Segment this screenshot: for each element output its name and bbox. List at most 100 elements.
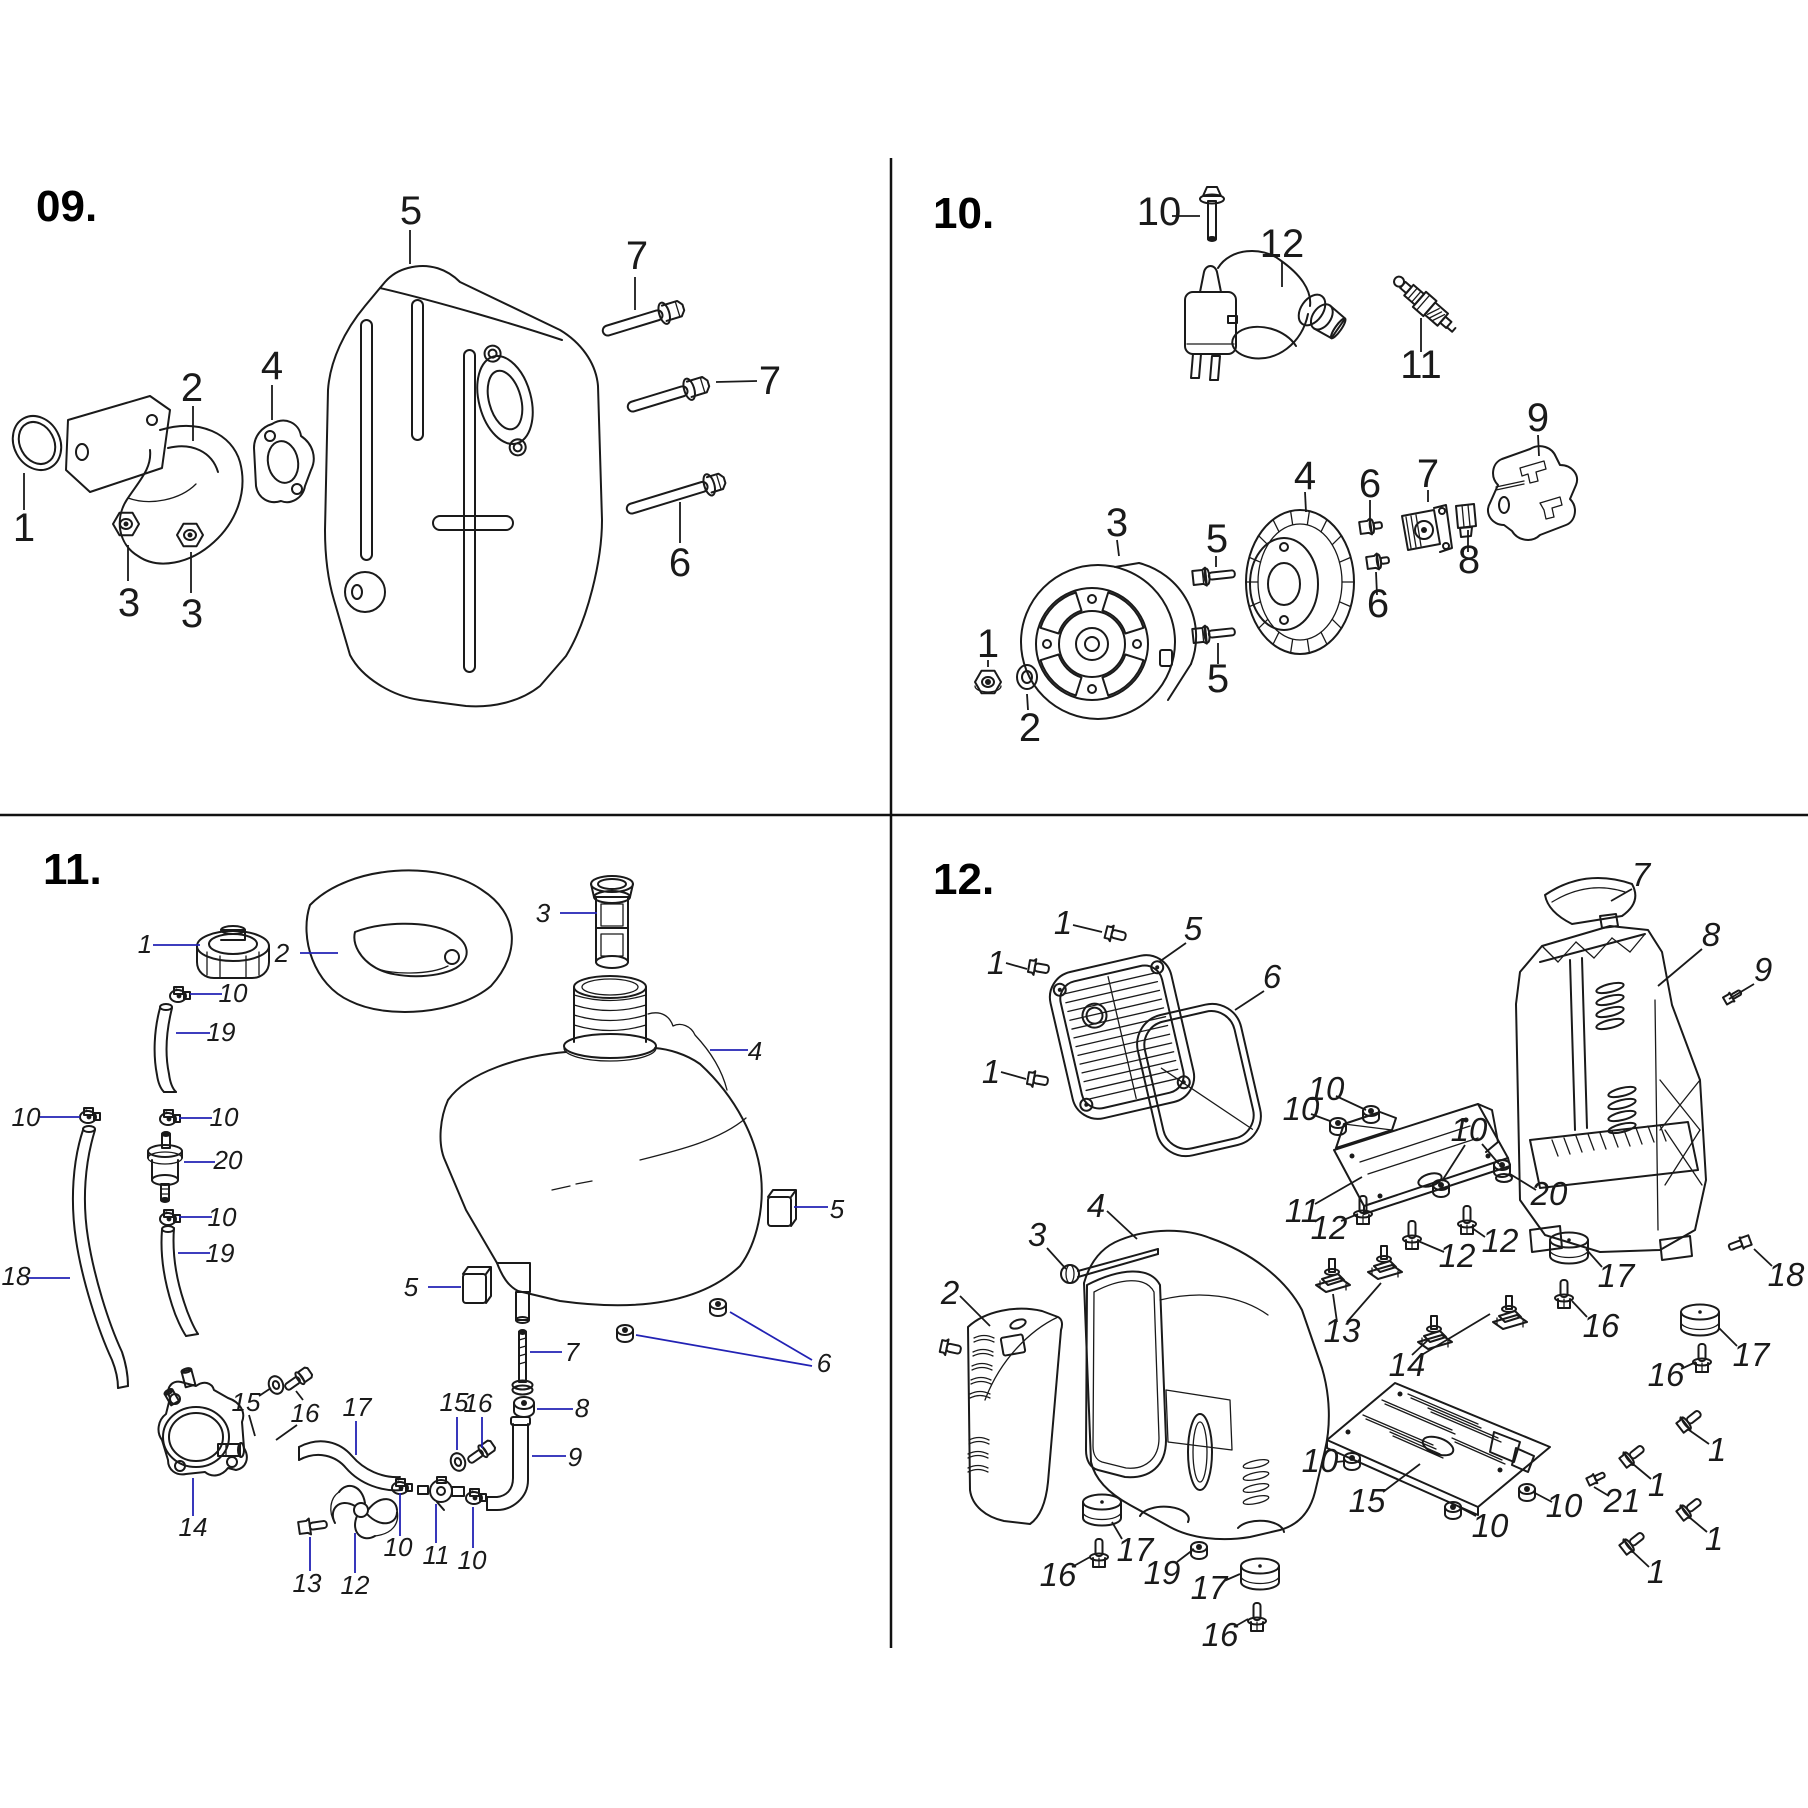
callout-12-8: 8 <box>1702 916 1721 953</box>
baffle-plate <box>1486 445 1578 541</box>
leader-line <box>1233 1618 1249 1628</box>
panel-louvers <box>967 1334 995 1473</box>
leader-line <box>1688 1429 1710 1445</box>
callout-09-3: 3 <box>181 592 203 636</box>
flywheel <box>1020 562 1198 720</box>
callout-12-1: 1 <box>1648 1466 1666 1503</box>
muffler-body <box>324 264 603 708</box>
hose-clamp <box>169 986 191 1003</box>
leader-line <box>1106 1210 1138 1240</box>
callout-12-1: 1 <box>1647 1553 1665 1590</box>
leader-line <box>1657 948 1703 987</box>
pickup-bolt <box>1358 517 1383 536</box>
leader-line <box>1335 1095 1367 1111</box>
flywheel-nut <box>974 669 1002 695</box>
pickup-bolt <box>1365 552 1390 571</box>
fuel-hose-j <box>486 1416 531 1511</box>
clip <box>1455 503 1477 538</box>
callout-12-17: 17 <box>1598 1257 1636 1294</box>
callout-10-6: 6 <box>1367 582 1389 626</box>
leader-line <box>1593 1486 1610 1497</box>
leader-line <box>1072 924 1103 933</box>
leader-line <box>1346 1282 1382 1323</box>
leader-line <box>248 1414 256 1437</box>
muffler-gasket <box>253 419 315 504</box>
leader-line <box>1375 571 1378 596</box>
fuel-filter <box>147 1131 183 1203</box>
callout-11-10: 10 <box>12 1102 41 1132</box>
callout-12-5: 5 <box>1184 910 1203 947</box>
leader-line <box>1458 1506 1477 1517</box>
callout-10-7: 7 <box>1417 452 1439 496</box>
leader-line <box>1310 1113 1331 1122</box>
nut <box>1343 1452 1361 1471</box>
nut <box>1329 1117 1347 1136</box>
rear-housing <box>1515 925 1707 1261</box>
exhaust-gasket-ring <box>11 415 63 471</box>
callout-11-7: 7 <box>565 1337 581 1367</box>
callout-12-10: 10 <box>1283 1090 1320 1127</box>
callout-12-4: 4 <box>1087 1187 1105 1224</box>
section-12-label: 12. <box>933 855 994 904</box>
leader-line <box>1585 1248 1603 1268</box>
callout-09-3: 3 <box>118 581 140 625</box>
callout-11-1: 1 <box>138 929 152 959</box>
section-11-label: 11. <box>43 845 102 894</box>
callout-10-6: 6 <box>1359 462 1381 506</box>
leader-line <box>1631 1550 1650 1568</box>
callout-11-6: 6 <box>817 1348 832 1378</box>
callout-11-12: 12 <box>341 1570 370 1600</box>
flange-bolt <box>1199 186 1225 242</box>
pump-bolt <box>284 1366 314 1391</box>
leader-line <box>1411 1339 1429 1356</box>
hose-clamp <box>465 1488 487 1505</box>
callout-12-19: 19 <box>1144 1554 1181 1591</box>
section-12-drawing <box>938 877 1753 1632</box>
hose-clamp <box>159 1109 181 1126</box>
bolt <box>1402 1220 1422 1250</box>
leader-line <box>258 1387 272 1397</box>
callout-10-4: 4 <box>1294 454 1316 498</box>
callout-12-7: 7 <box>1632 856 1652 893</box>
callout-12-9: 9 <box>1754 951 1772 988</box>
callout-12-3: 3 <box>1028 1216 1047 1253</box>
section-10-drawing <box>974 186 1578 720</box>
leader-line <box>1509 1173 1537 1191</box>
tank-nut <box>709 1298 727 1317</box>
fuel-hose <box>153 1003 177 1093</box>
section-11-drawing <box>71 869 797 1540</box>
drain-bolt <box>511 1329 534 1396</box>
callout-10-11: 11 <box>1400 343 1442 387</box>
callout-12-1: 1 <box>1708 1431 1726 1468</box>
fuel-hose <box>160 1225 199 1337</box>
nut-with-spacer <box>1493 1159 1513 1183</box>
callout-12-1: 1 <box>987 944 1005 981</box>
callout-12-13: 13 <box>1324 1312 1361 1349</box>
leader-line <box>1419 1313 1491 1357</box>
housing-louvers <box>1242 1458 1270 1506</box>
muffler-bolt <box>601 299 686 337</box>
manifold-nut <box>176 522 204 548</box>
leader-line <box>275 1424 298 1441</box>
muffler-bolt-long <box>625 472 727 515</box>
callout-12-20: 20 <box>1530 1175 1568 1212</box>
hose-clamp <box>391 1478 413 1495</box>
leader-line <box>1026 693 1029 711</box>
fuel-pump <box>157 1367 248 1477</box>
callout-11-16: 16 <box>291 1398 320 1428</box>
washer <box>267 1375 285 1395</box>
callout-11-18: 18 <box>2 1261 31 1291</box>
callout-11-8: 8 <box>575 1393 590 1423</box>
callout-12-17: 17 <box>1117 1531 1155 1568</box>
callout-12-18: 18 <box>1768 1256 1805 1293</box>
callout-10-2: 2 <box>1019 706 1041 750</box>
leader-line <box>1111 1521 1123 1540</box>
impeller <box>330 1484 399 1540</box>
callout-10-9: 9 <box>1527 396 1549 440</box>
leader-line <box>1718 1327 1738 1347</box>
callout-12-10: 10 <box>1302 1442 1339 1479</box>
callout-11-17: 17 <box>343 1392 373 1422</box>
callout-12-1: 1 <box>1705 1520 1723 1557</box>
